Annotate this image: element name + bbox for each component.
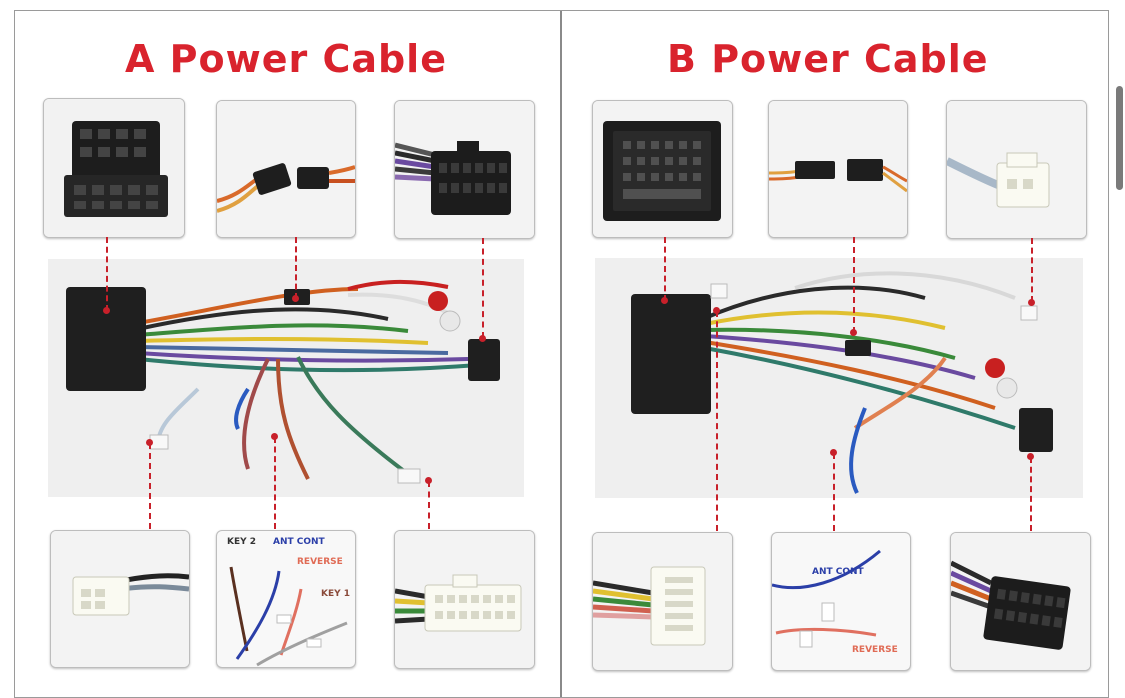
b-callout-sixteen-pin-dot (1027, 453, 1034, 460)
b-two-pin-connector-photo (768, 100, 908, 238)
a-reverse-label: REVERSE (297, 557, 343, 567)
a-callout-sixteen-pin-dot (479, 335, 486, 342)
b-callout-multi-pin (716, 311, 718, 531)
b-harness-photo (595, 258, 1083, 498)
b-ant-cont-label: ANT CONT (812, 567, 864, 577)
a-white-connector-photo (50, 530, 190, 668)
b-callout-sixteen-pin (1030, 457, 1032, 531)
b-white-multi-pin-connector-photo (592, 532, 733, 671)
a-callout-multi-pin-dot (425, 477, 432, 484)
a-sixteen-pin-connector-photo (394, 100, 535, 239)
b-callout-white-small (1031, 238, 1033, 302)
b-callout-multi-pin-dot (713, 307, 720, 314)
b-callout-quadlock (664, 237, 666, 301)
a-callout-white-dot (146, 439, 153, 446)
b-reverse-label: REVERSE (852, 645, 898, 655)
a-wire-labels-photo: KEY 2 ANT CONT REVERSE KEY 1 (216, 530, 356, 668)
b-callout-two-pin (853, 237, 855, 333)
panel-a-title: A Power Cable (125, 37, 447, 81)
panel-b-title: B Power Cable (667, 37, 989, 81)
b-callout-quadlock-dot (661, 297, 668, 304)
b-callout-wires (833, 453, 835, 531)
product-sheet: A Power Cable (14, 10, 1109, 698)
b-wire-labels-photo: ANT CONT REVERSE (771, 532, 911, 671)
b-callout-wires-dot (830, 449, 837, 456)
a-callout-multi-pin (428, 481, 430, 529)
scrollbar-thumb[interactable] (1116, 86, 1123, 190)
b-white-small-connector-photo (946, 100, 1087, 239)
a-white-multi-pin-connector-photo (394, 530, 535, 669)
a-harness-photo (48, 259, 524, 497)
a-callout-sixteen-pin (482, 238, 484, 338)
panel-divider (560, 11, 562, 697)
a-callout-iso (106, 237, 108, 311)
a-callout-wires (274, 437, 276, 529)
a-two-pin-connector-photo (216, 100, 356, 238)
a-callout-two-pin-dot (292, 295, 299, 302)
a-callout-white (149, 443, 151, 529)
b-callout-white-small-dot (1028, 299, 1035, 306)
a-callout-two-pin (295, 237, 297, 299)
a-callout-wires-dot (271, 433, 278, 440)
a-iso-connector-photo (43, 98, 185, 238)
a-ant-cont-label: ANT CONT (273, 537, 325, 547)
a-callout-iso-dot (103, 307, 110, 314)
a-key2-label: KEY 2 (227, 537, 257, 547)
b-quadlock-connector-photo (592, 100, 733, 238)
vertical-scrollbar[interactable] (1113, 0, 1125, 696)
b-callout-two-pin-dot (850, 329, 857, 336)
a-key1-label: KEY 1 (321, 589, 351, 599)
b-sixteen-pin-connector-photo (950, 532, 1091, 671)
